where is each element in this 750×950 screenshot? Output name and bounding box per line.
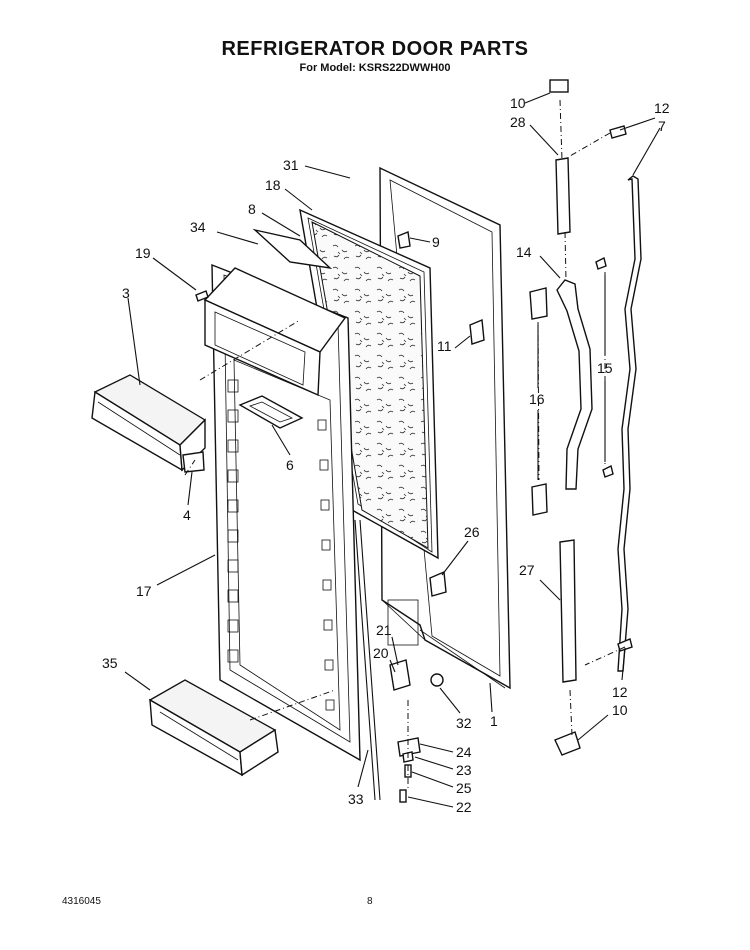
callout-12-lower: 12 — [612, 684, 628, 700]
callout-33: 33 — [348, 791, 364, 807]
callout-4: 4 — [183, 507, 191, 523]
dispenser-housing — [203, 228, 347, 397]
document-number: 4316045 — [62, 896, 101, 907]
callout-6: 6 — [286, 457, 294, 473]
callout-17: 17 — [136, 583, 152, 599]
callout-7: 7 — [658, 118, 666, 134]
callout-15: 15 — [597, 360, 613, 376]
hardware-parts — [182, 79, 633, 803]
page-number: 8 — [367, 896, 373, 907]
callout-35: 35 — [102, 655, 118, 671]
callout-28: 28 — [510, 114, 526, 130]
callout-8: 8 — [248, 201, 256, 217]
callout-1: 1 — [490, 713, 498, 729]
door-handle — [556, 279, 593, 490]
callout-9: 9 — [432, 234, 440, 250]
callout-34: 34 — [190, 219, 206, 235]
callout-12: 12 — [654, 100, 670, 116]
upper-handle-mount — [555, 157, 571, 235]
callout-11: 11 — [437, 338, 452, 354]
callout-20: 20 — [373, 645, 389, 661]
callout-27: 27 — [519, 562, 535, 578]
inner-door-liner — [211, 263, 361, 762]
diagram-title: REFRIGERATOR DOOR PARTS — [221, 38, 529, 60]
callout-3: 3 — [122, 285, 130, 301]
callout-24: 24 — [456, 744, 472, 760]
callout-10: 10 — [510, 95, 526, 111]
lower-handle-mount — [559, 539, 577, 683]
callout-19: 19 — [135, 245, 151, 261]
callout-22: 22 — [456, 799, 472, 815]
model-subtitle: For Model: KSRS22DWWH00 — [299, 62, 451, 74]
handle-trim-strip — [617, 175, 642, 672]
callout-23: 23 — [456, 762, 472, 778]
callout-25: 25 — [456, 780, 472, 796]
callout-26: 26 — [464, 524, 480, 540]
callout-16: 16 — [529, 391, 545, 407]
leader-lines — [124, 92, 661, 808]
callout-14: 14 — [516, 244, 532, 260]
callout-21: 21 — [376, 622, 392, 638]
callout-18: 18 — [265, 177, 281, 193]
small-tray — [238, 395, 304, 429]
door-bin — [148, 679, 279, 777]
callout-10-lower: 10 — [612, 702, 628, 718]
callout-labels: 10 28 12 7 31 18 8 34 9 19 3 14 11 15 16… — [102, 95, 670, 815]
callout-32: 32 — [456, 715, 472, 731]
callout-31: 31 — [283, 157, 299, 173]
